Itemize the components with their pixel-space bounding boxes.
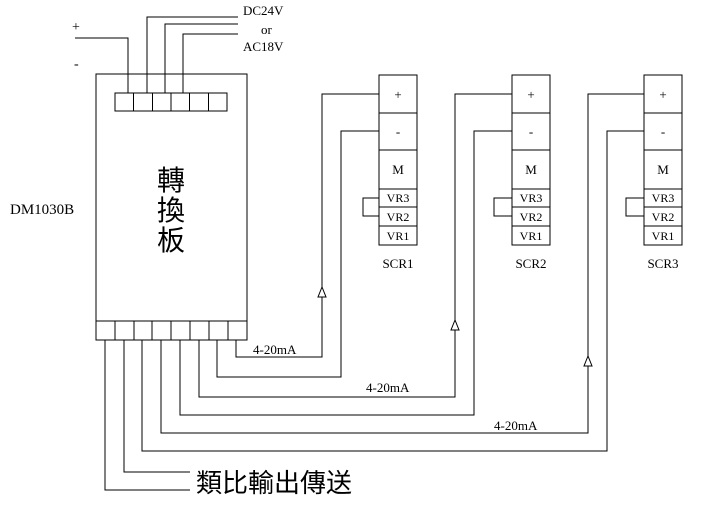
scr3-signal-label: 4-20mA (494, 418, 538, 433)
scr2-minus-wire (179, 130, 512, 416)
scr3-plus-wire (160, 93, 644, 434)
analog-output-label: 類比輸出傳送 (196, 469, 352, 499)
scr2-vr2-terminal: VR2 (520, 210, 543, 224)
scr1-label: SCR1 (382, 256, 413, 271)
power-plus-wire (75, 37, 129, 93)
power-label-line1: DC24V (243, 3, 284, 18)
scr1-minus-terminal: - (396, 124, 400, 139)
scr3-vr1-terminal: VR1 (652, 229, 675, 243)
scr1-minus-wire (216, 130, 379, 378)
scr2-minus-terminal: - (529, 124, 533, 139)
power-ac-wire-c (182, 33, 238, 93)
scr1-vr-jumper (362, 197, 379, 217)
scr2-vr-jumper (493, 197, 512, 217)
power-minus-label: - (74, 57, 79, 72)
power-label-line3: AC18V (243, 39, 284, 54)
scr3-current-arrow (583, 354, 593, 367)
scr3-vr2-terminal: VR2 (652, 210, 675, 224)
scr3-minus-terminal: - (661, 124, 665, 139)
analog-output-wire-2 (104, 340, 190, 491)
scr2-vr1-terminal: VR1 (520, 229, 543, 243)
power-ac-wire-a (146, 16, 238, 93)
scr2-label: SCR2 (515, 256, 546, 271)
scr1-plus-terminal: + (394, 87, 401, 102)
scr1-plus-wire (235, 93, 379, 358)
scr2-current-arrow (450, 318, 460, 331)
scr2-vr3-terminal: VR3 (520, 191, 543, 205)
converter-title-char-3: 板 (157, 224, 185, 257)
scr3-minus-wire (141, 130, 644, 452)
analog-output-wire-1 (123, 340, 190, 473)
scr2-plus-terminal: + (527, 87, 534, 102)
converter-model-label: DM1030B (10, 202, 74, 218)
scr1-m-terminal: M (392, 162, 404, 177)
scr1-vr3-terminal: VR3 (387, 191, 410, 205)
scr1-signal-label: 4-20mA (253, 342, 297, 357)
scr3-plus-terminal: + (659, 87, 666, 102)
scr3-vr3-terminal: VR3 (652, 191, 675, 205)
scr1-current-arrow (317, 285, 327, 298)
converter-title-char-1: 轉 (157, 164, 185, 197)
scr2-m-terminal: M (525, 162, 537, 177)
scr1-vr1-terminal: VR1 (387, 229, 410, 243)
converter-title-char-2: 換 (157, 194, 185, 227)
power-plus-label: + (72, 20, 80, 35)
scr3-unit: + - M VR3 VR2 VR1 SCR3 (625, 74, 683, 271)
scr3-vr-jumper (625, 197, 644, 217)
scr2-signal-label: 4-20mA (366, 380, 410, 395)
power-label-line2: or (261, 22, 273, 37)
scr2-unit: + - M VR3 VR2 VR1 SCR2 (493, 74, 551, 271)
scr2-plus-wire (198, 93, 512, 398)
scr3-m-terminal: M (657, 162, 669, 177)
scr1-unit: + - M VR3 VR2 VR1 SCR1 (362, 74, 418, 271)
scr1-vr2-terminal: VR2 (387, 210, 410, 224)
power-ac-wire-b (164, 23, 238, 93)
scr3-label: SCR3 (647, 256, 678, 271)
